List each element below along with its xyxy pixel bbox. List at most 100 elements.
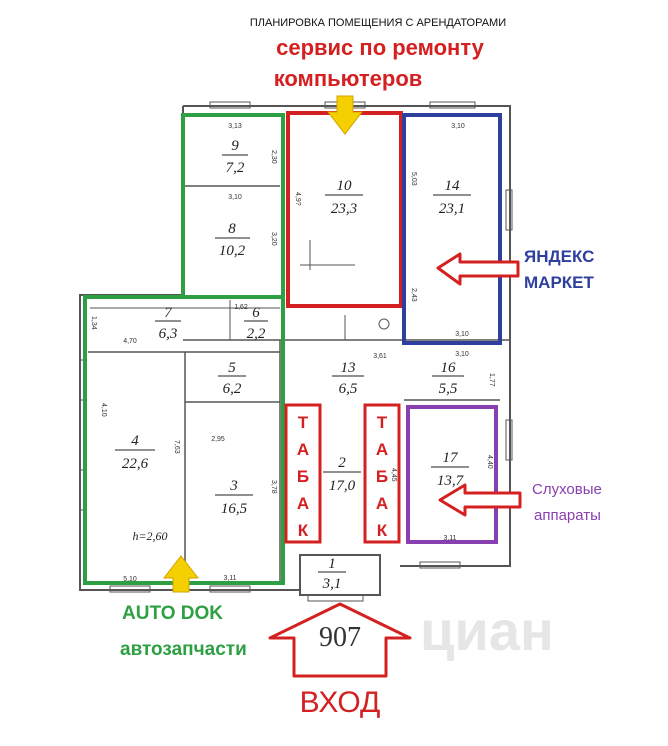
room-2: 217,0 — [323, 455, 361, 494]
yandex-market-label: ЯНДЕКС МАРКЕТ — [524, 247, 594, 292]
room-area: 10,2 — [219, 243, 246, 259]
dimension-label: 3,20 — [270, 232, 277, 246]
tobacco-letter: Б — [376, 467, 388, 486]
dimension-label: 5,03 — [410, 172, 417, 186]
dimension-label: 7,63 — [173, 440, 180, 454]
dimension-label: 4,40 — [486, 455, 493, 469]
dimension-label: 3,10 — [455, 331, 469, 338]
dimension-label: 3,78 — [270, 480, 277, 494]
room-number: 7 — [164, 305, 173, 321]
auto-dok-label: AUTO DOK автозапчасти — [120, 603, 247, 660]
room-number: 10 — [337, 178, 353, 194]
room-number: 2 — [338, 455, 346, 471]
hearing-aids-line2: аппараты — [534, 507, 601, 524]
auto-dok-outline — [83, 295, 285, 585]
tobacco-letter: А — [376, 494, 388, 513]
tobacco-letter: А — [297, 494, 309, 513]
dimension-label: 1,62 — [234, 304, 248, 311]
dimension-label: 3,10 — [451, 123, 465, 130]
dimension-label: 4,9? — [294, 192, 301, 206]
dimension-label: 4,70 — [123, 338, 137, 345]
room-number: 3 — [229, 478, 238, 494]
room-area: 3,1 — [322, 576, 342, 592]
arrow-up-icon — [162, 555, 200, 593]
auto-dok-outline-top — [181, 113, 285, 299]
room-10: 10 23,3 — [325, 178, 363, 217]
computer-service-label: сервис по ремонту компьютеров — [274, 35, 485, 91]
room-number: 8 — [228, 221, 236, 237]
room-9: 97,2 — [222, 138, 248, 176]
tobacco-letter: А — [376, 440, 388, 459]
room-8: 810,2 — [215, 221, 250, 259]
room-number: 4 — [131, 433, 139, 449]
auto-dok-line1: AUTO DOK — [122, 603, 223, 624]
room-3: 316,5 — [215, 478, 253, 517]
room-1: 13,1 — [318, 556, 346, 592]
room-number: 9 — [231, 138, 239, 154]
room-area: 17,0 — [329, 478, 356, 494]
tobacco-letter: К — [377, 521, 388, 540]
arrow-left-icon — [436, 252, 520, 286]
entrance-number: 907 — [319, 622, 361, 653]
room-area: 5,5 — [439, 381, 458, 397]
dimension-label: 3,11 — [223, 575, 236, 582]
dimension-label: 1,34 — [90, 316, 97, 330]
room-area: 16,5 — [221, 501, 248, 517]
room-area: 7,2 — [226, 160, 245, 176]
hearing-aids-outline — [406, 405, 498, 544]
room-area: 22,6 — [122, 456, 149, 472]
room-number: 16 — [441, 360, 457, 376]
room-17: 17 13,7 — [431, 450, 469, 489]
auto-dok-line2: автозапчасти — [120, 639, 247, 660]
hearing-aids-label: Слуховые аппараты — [532, 481, 602, 524]
arrow-down-icon — [326, 95, 364, 135]
page-title: ПЛАНИРОВКА ПОМЕЩЕНИЯ С АРЕНДАТОРАМИ — [250, 17, 506, 29]
dimension-labels: 3,13 2,30 3,10 3,20 3,10 5,03 4,9? 1,62 … — [90, 123, 495, 583]
ceiling-height-note: h=2,60 — [132, 529, 167, 543]
watermark: циан — [420, 599, 554, 662]
hearing-aids-line1: Слуховые — [532, 481, 602, 498]
computer-service-line2: компьютеров — [274, 66, 423, 91]
room-area: 23,3 — [331, 201, 357, 217]
yandex-market-line2: МАРКЕТ — [524, 273, 594, 292]
dimension-label: 3,13 — [228, 123, 242, 130]
room-number: 13 — [341, 360, 356, 376]
room-number: 1 — [328, 556, 336, 572]
tobacco-right-label: Т А Б А К — [376, 413, 388, 540]
yandex-market-outline — [402, 113, 502, 345]
room-area: 6,5 — [339, 381, 358, 397]
room-area: 6,2 — [223, 381, 242, 397]
tobacco-right-outline — [363, 403, 401, 544]
dimension-label: 4,45 — [390, 468, 397, 482]
entrance-arrow-icon — [268, 602, 412, 678]
room-area: 13,7 — [437, 473, 465, 489]
dimension-label: 3,11 — [443, 535, 456, 542]
dimension-label: 2,95 — [211, 436, 225, 443]
room-number: 6 — [252, 305, 260, 321]
room-number: 17 — [443, 450, 460, 466]
room-4: 422,6 — [115, 433, 155, 472]
dimension-label: 3,10 — [228, 194, 242, 201]
room-13: 136,5 — [332, 360, 364, 397]
dimension-label: 3,10 — [455, 351, 469, 358]
room-area: 23,1 — [439, 201, 465, 217]
entrance-label: ВХОД — [300, 686, 381, 719]
room-7: 76,3 — [155, 305, 181, 342]
computer-service-line1: сервис по ремонту — [276, 35, 485, 60]
tobacco-letter: К — [298, 521, 309, 540]
dimension-label: 3,61 — [373, 353, 387, 360]
room-6: 62,2 — [244, 305, 268, 342]
tobacco-letter: Б — [297, 467, 309, 486]
tobacco-letter: Т — [298, 413, 309, 432]
dimension-label: 4,10 — [100, 403, 107, 417]
tobacco-letter: Т — [377, 413, 388, 432]
tobacco-left-label: Т А Б А К — [297, 413, 309, 540]
dimension-label: 1,77 — [488, 373, 495, 387]
room-area: 6,3 — [159, 326, 178, 342]
dimension-label: 5,10 — [123, 576, 137, 583]
tobacco-left-outline — [284, 403, 322, 544]
tobacco-letter: А — [297, 440, 309, 459]
